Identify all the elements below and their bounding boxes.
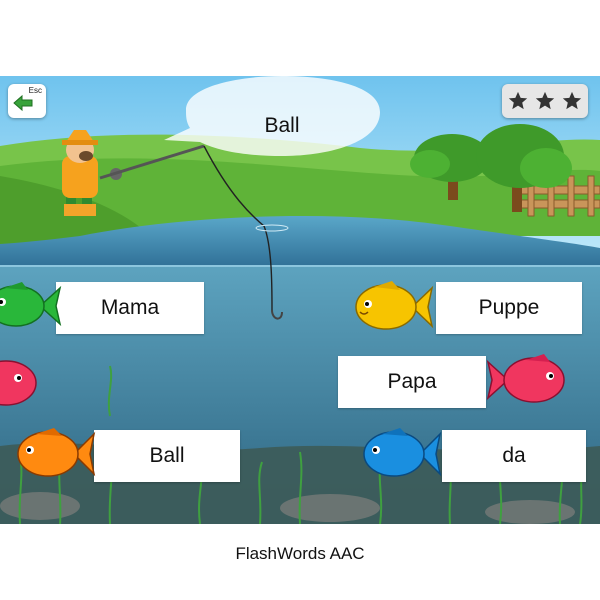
fisherman-icon — [62, 130, 122, 216]
answer-card-ball[interactable]: Ball — [94, 430, 240, 482]
answer-card-da[interactable]: da — [442, 430, 586, 482]
tree-icon — [410, 124, 572, 212]
answer-card-puppe[interactable]: Puppe — [436, 282, 582, 334]
back-button[interactable]: Esc — [8, 84, 46, 118]
fish-icon[interactable] — [486, 350, 568, 410]
fish-icon[interactable] — [0, 278, 62, 334]
esc-label: Esc — [28, 86, 42, 95]
answer-card-mama[interactable]: Mama — [56, 282, 204, 334]
fish-icon[interactable] — [352, 278, 434, 336]
fishing-hook-icon — [271, 309, 283, 320]
answer-card-papa[interactable]: Papa — [338, 356, 486, 408]
fish-icon[interactable] — [12, 424, 96, 484]
fish-icon[interactable] — [0, 354, 40, 412]
prompt-word: Ball — [264, 114, 300, 137]
stars-panel — [502, 84, 588, 118]
fish-icon[interactable] — [360, 424, 442, 484]
star-icon — [535, 91, 555, 110]
app-caption: FlashWords AAC — [235, 544, 365, 563]
star-icon — [562, 91, 581, 110]
star-icon — [509, 91, 528, 110]
game-scene: Esc Ball Mama Puppe Papa Ball da — [0, 76, 600, 524]
arrow-left-icon — [13, 94, 33, 112]
